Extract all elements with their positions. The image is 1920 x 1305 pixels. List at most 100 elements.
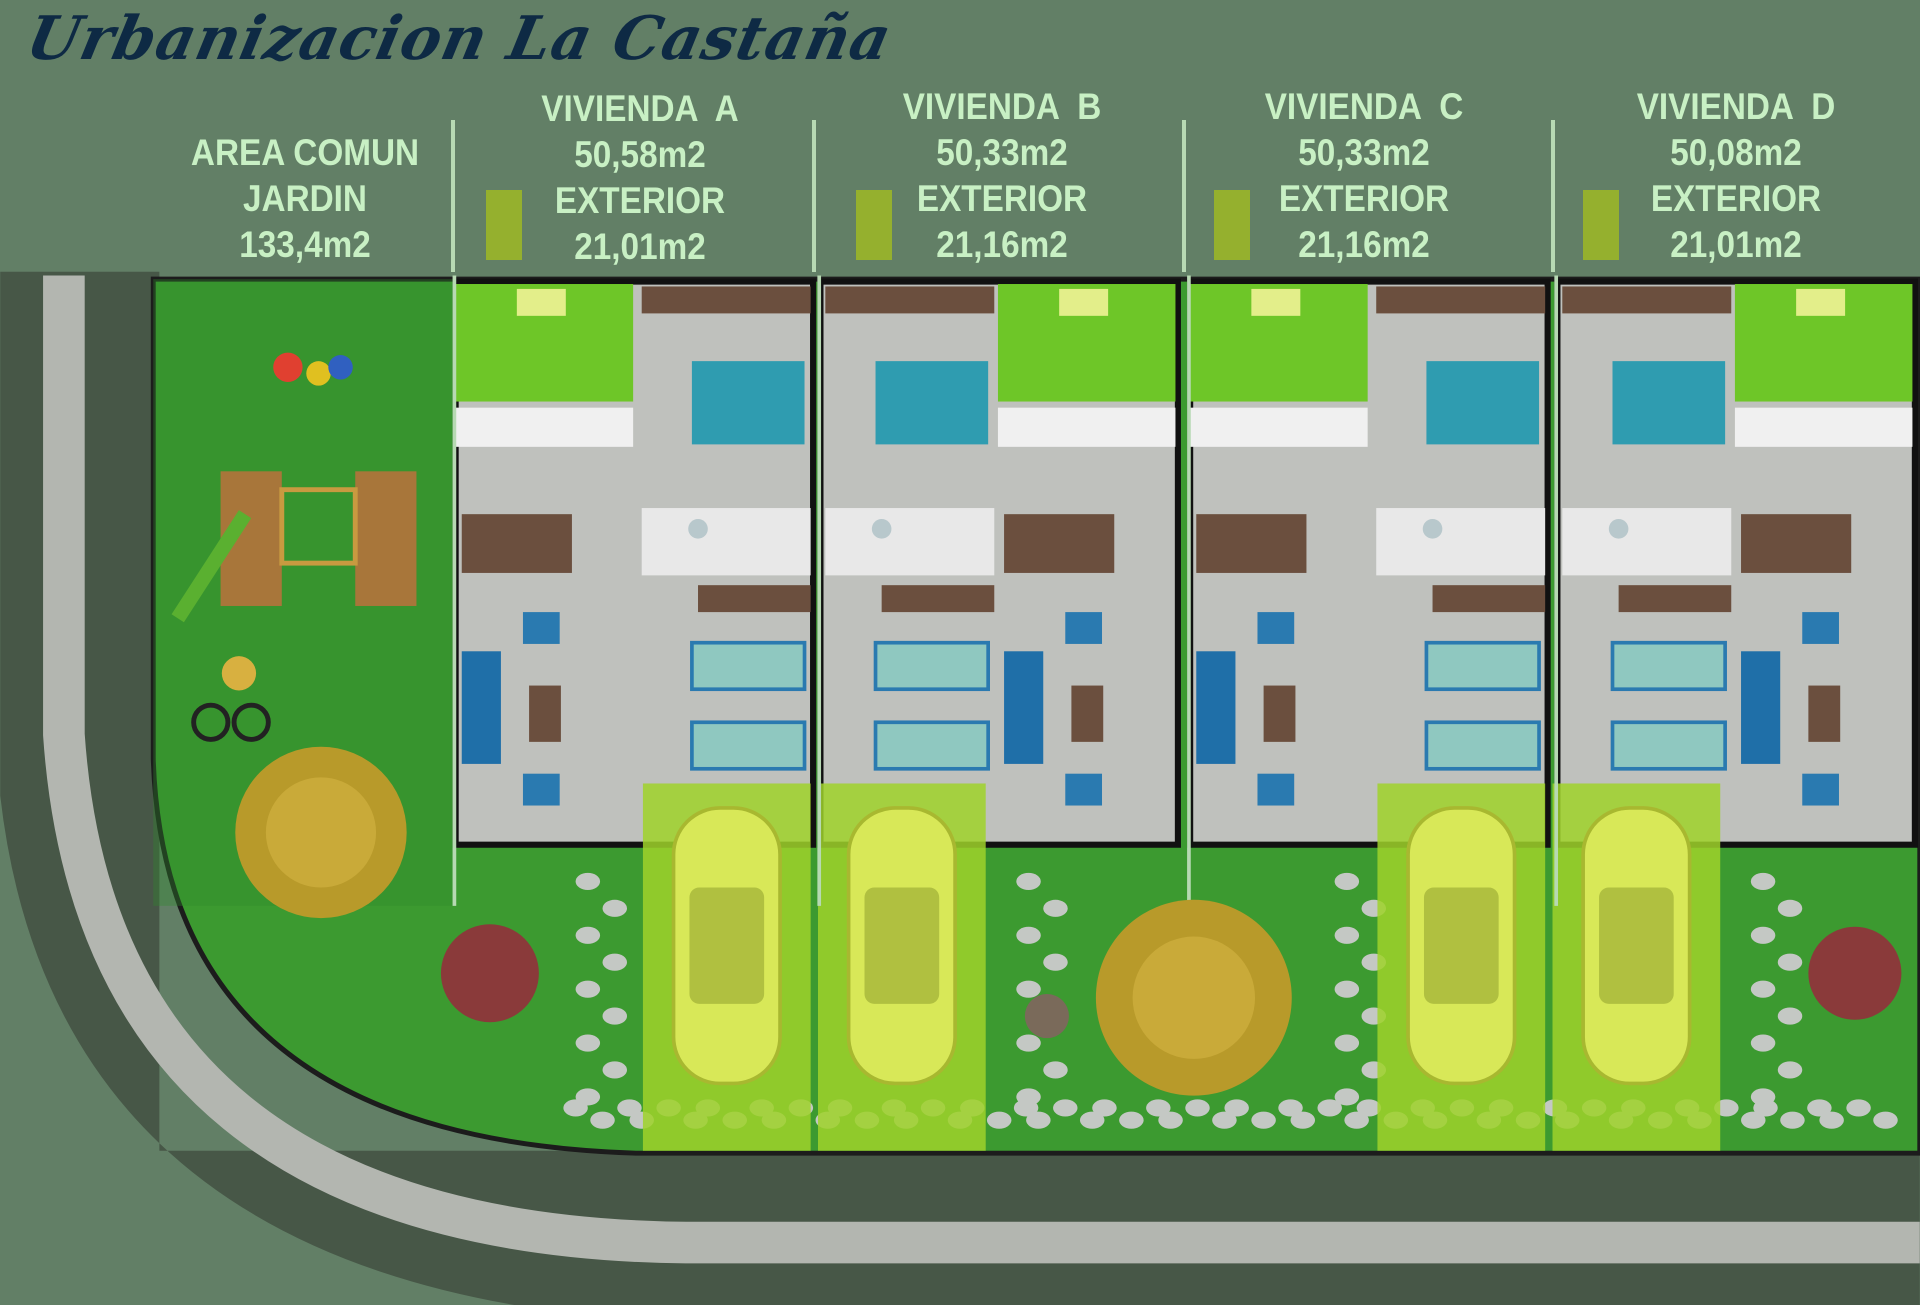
common-area-size: 133,4m2 [239,224,371,265]
child [328,355,353,380]
child [273,352,303,382]
common-garden [153,279,454,906]
stepping-stone [1807,1099,1832,1117]
stepping-stone [1043,1061,1068,1079]
stepping-stone [617,1099,642,1117]
patio-bench [1251,288,1301,316]
patio-bench [516,288,566,316]
bed [875,361,989,445]
stepping-stone [575,926,601,944]
kitchen-counter [455,407,634,447]
stepping-stone [1750,980,1776,998]
sofa [1196,651,1236,764]
bicycle-wheel [191,702,231,742]
stepping-stone [1356,1099,1382,1117]
exterior-area: 21,01m2 [574,226,706,267]
bathroom [1376,508,1546,576]
coffee-table [1263,685,1296,742]
armchair [1065,612,1103,644]
stepping-stone [602,1007,628,1025]
bathroom [641,508,811,576]
single-bed [1424,640,1541,692]
exterior-area: 21,16m2 [936,224,1068,265]
coffee-table [529,685,561,742]
sofa [1741,651,1781,764]
exterior-swatch [1583,190,1619,260]
stepping-stone [1119,1111,1144,1129]
exterior-label: EXTERIOR [1278,178,1450,219]
tree-canopy [1132,936,1256,1059]
column-divider [1551,120,1555,272]
slide [171,510,252,623]
car-roof [689,887,765,1004]
armchair [1802,612,1839,644]
single-bed [873,720,990,771]
stepping-stone [1334,980,1360,998]
stepping-stone [1750,1088,1776,1106]
stepping-stone [1819,1111,1844,1129]
stepping-stone [602,899,628,917]
stepping-stone [575,1088,601,1106]
playground-tower [355,471,417,606]
adult-with-children [1024,994,1069,1039]
kitchen-counter [1734,407,1913,447]
stepping-stone [1750,1034,1776,1052]
stepping-stone [1780,1111,1805,1129]
stepping-stone [1290,1111,1316,1129]
bicycle-wheel [231,702,271,742]
armchair [522,773,560,806]
stepping-stone [575,980,601,998]
sink [1608,519,1629,539]
single-bed [1610,720,1727,771]
stepping-stone [575,872,601,890]
unit-area: 50,58m2 [574,134,706,175]
bed [1612,361,1726,445]
exterior-swatch [486,190,522,260]
stepping-stone [590,1111,615,1129]
wardrobe [1618,585,1732,613]
rose-bush [440,924,539,1023]
armchair [1802,773,1839,806]
climbing-net [279,487,358,566]
stepping-stone [1026,1111,1051,1129]
common-area-title: AREA COMUN [190,132,420,173]
coffee-table [1808,685,1841,742]
kitchen-counter [997,407,1176,447]
exterior-area: 21,01m2 [1670,224,1802,265]
stepping-stone [1146,1099,1171,1117]
stepping-stone [1334,1088,1360,1106]
stepping-stone [1043,899,1068,917]
armchair [522,612,560,644]
exterior-swatch [856,190,892,260]
unit-area: 50,08m2 [1670,132,1802,173]
stepping-stone [1317,1099,1342,1117]
exterior-area: 21,16m2 [1298,224,1430,265]
tree-canopy [265,777,377,888]
stepping-stone [1016,872,1041,890]
road-stripe [43,275,1920,1264]
stepping-stone [1750,872,1776,890]
stepping-stone [1158,1111,1183,1129]
single-bed [690,640,807,692]
stepping-stone [1344,1111,1369,1129]
stepping-stone [575,1034,601,1052]
unit-name: VIVIENDA A [541,88,739,129]
stepping-stone [1079,1111,1105,1129]
car-roof [864,887,940,1004]
stepping-stone [602,1061,628,1079]
wardrobe [1376,286,1546,314]
patio-bench [1059,288,1109,316]
stepping-stone [1053,1099,1078,1117]
stepping-stone [1212,1111,1237,1129]
child-on-bike [221,656,257,691]
stepping-stone [1043,953,1068,971]
dining-table [1196,514,1307,573]
patio-bench [1796,288,1846,316]
stepping-stone [1092,1099,1117,1117]
coffee-table [1071,685,1104,742]
armchair [1257,773,1295,806]
stepping-stone [1334,1034,1360,1052]
bed [1426,361,1540,445]
stepping-stone [1185,1099,1210,1117]
wardrobe [825,286,995,314]
